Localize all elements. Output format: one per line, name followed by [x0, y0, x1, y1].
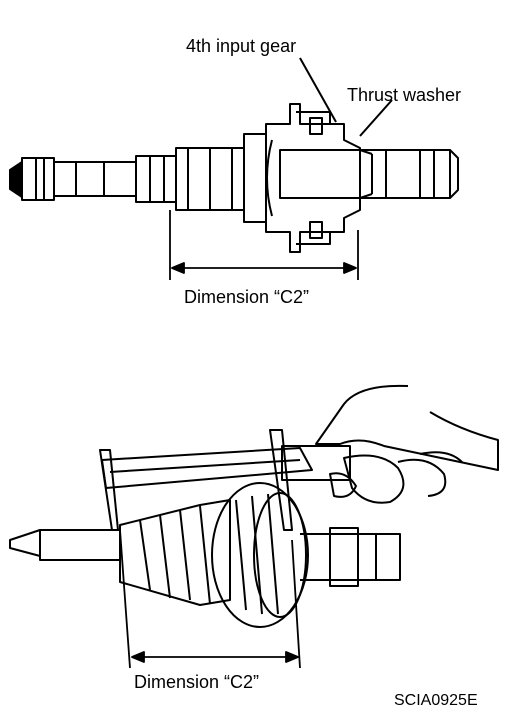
leader-gear	[299, 57, 337, 123]
vernier-caliper	[99, 429, 351, 531]
label-dimension-c2-top: Dimension “C2”	[184, 287, 310, 307]
shaft-tip	[9, 157, 55, 201]
gear-block	[175, 133, 267, 223]
label-dimension-c2-bottom: Dimension “C2”	[134, 672, 260, 692]
figure-code: SCIA0925E	[394, 692, 478, 709]
gear-cluster	[119, 482, 309, 628]
shaft-bottom	[9, 527, 401, 587]
label-thrust-washer: Thrust washer	[347, 85, 462, 105]
hand	[315, 384, 499, 504]
gear-hub	[265, 103, 459, 253]
label-4th-input-gear: 4th input gear	[186, 36, 297, 56]
dimension-line-bottom	[119, 529, 301, 669]
shaft-body	[53, 155, 177, 203]
dimension-line-top	[169, 210, 359, 280]
leader-washer	[359, 99, 393, 137]
